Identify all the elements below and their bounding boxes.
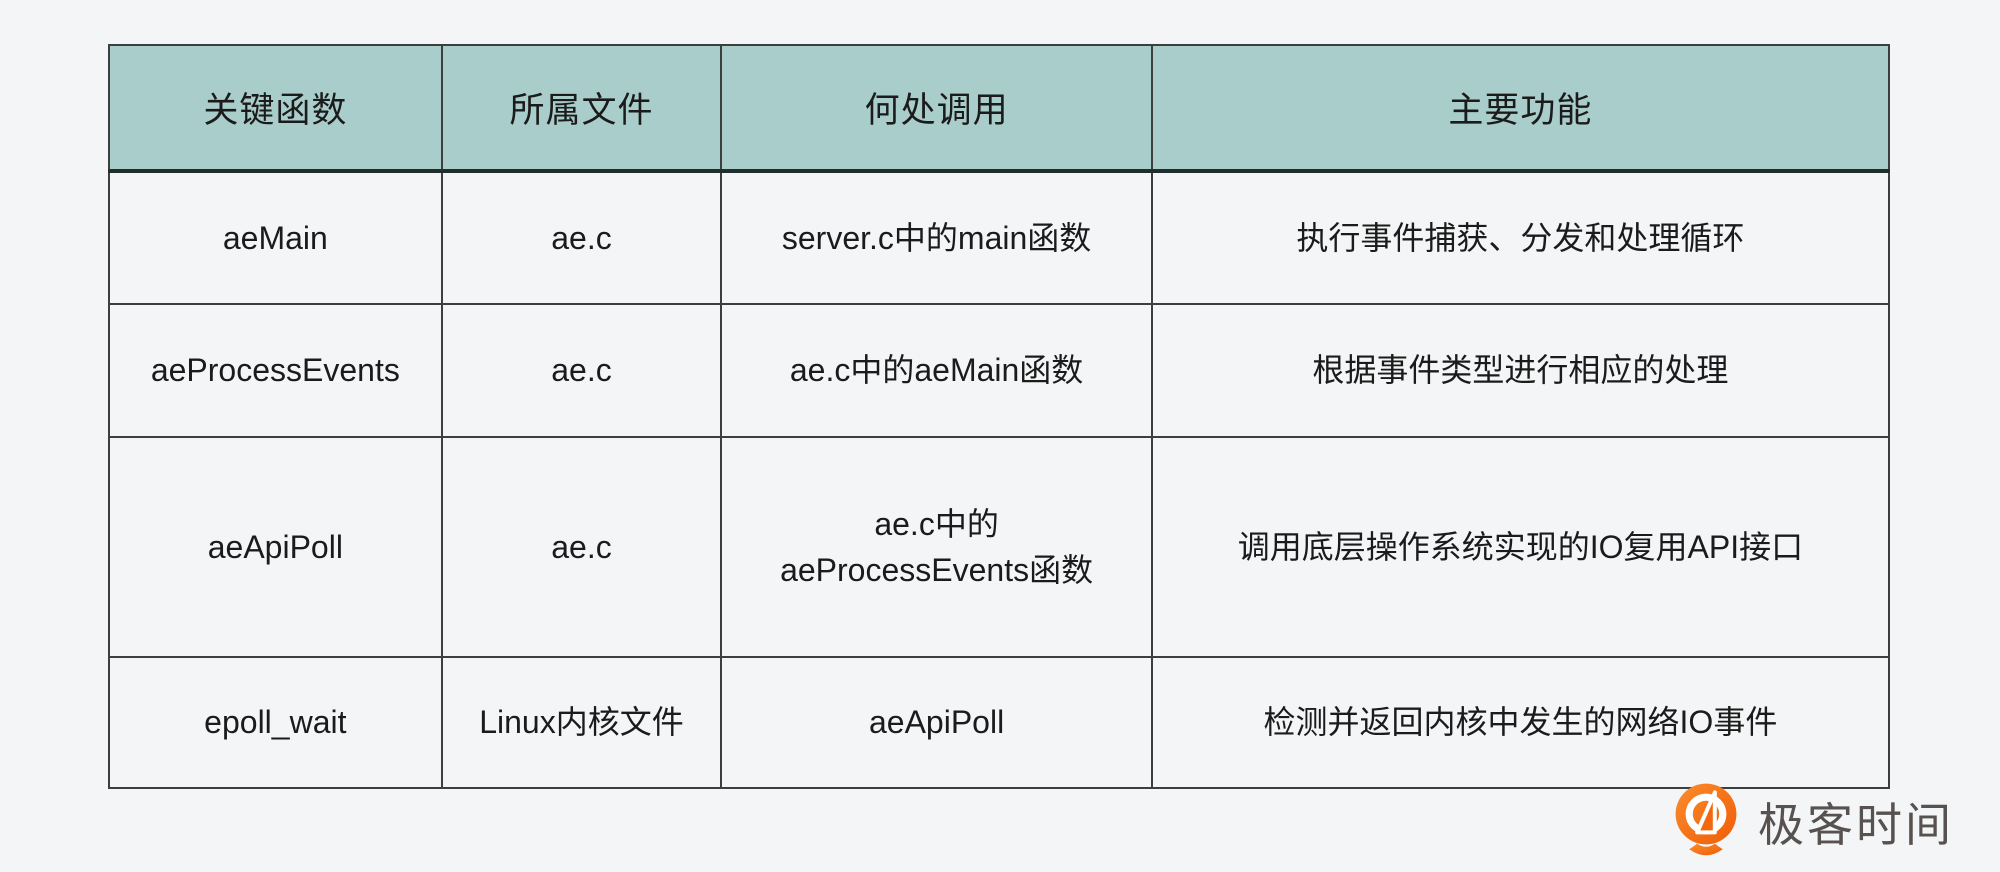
cell-function-name: aeApiPoll [108,436,443,658]
redis-event-functions-table: 关键函数 所属文件 何处调用 主要功能 aeMain ae.c server.c… [108,44,1891,789]
cell-called-from: aeApiPoll [720,656,1153,789]
cell-file: ae.c [440,303,723,438]
column-header-called-from: 何处调用 [720,44,1153,173]
cell-main-purpose: 检测并返回内核中发生的网络IO事件 [1150,656,1891,789]
table-row-aeapipoll: aeApiPoll ae.c ae.c中的 aeProcessEvents函数 … [108,436,1891,658]
cell-file: ae.c [440,436,723,658]
cell-function-name: aeProcessEvents [108,303,443,438]
geektime-brand: 极客时间 [1666,782,1954,862]
column-header-file: 所属文件 [440,44,723,173]
table-row-aemain: aeMain ae.c server.c中的main函数 执行事件捕获、分发和处… [108,170,1891,305]
cell-main-purpose: 执行事件捕获、分发和处理循环 [1150,170,1891,305]
cell-main-purpose: 根据事件类型进行相应的处理 [1150,303,1891,438]
geektime-logo-icon [1675,783,1737,856]
cell-main-purpose: 调用底层操作系统实现的IO复用API接口 [1150,436,1891,658]
table-row-epollwait: epoll_wait Linux内核文件 aeApiPoll 检测并返回内核中发… [108,656,1891,789]
column-header-key-function: 关键函数 [108,44,443,173]
cell-file: ae.c [440,170,723,305]
cell-called-from: ae.c中的aeMain函数 [720,303,1153,438]
cell-file: Linux内核文件 [440,656,723,789]
geektime-logo-text: 极客时间 [1758,799,1954,851]
table-header-row: 关键函数 所属文件 何处调用 主要功能 [108,44,1891,173]
cell-called-from: server.c中的main函数 [720,170,1153,305]
cell-function-name: epoll_wait [108,656,443,789]
table-row-aeprocessevents: aeProcessEvents ae.c ae.c中的aeMain函数 根据事件… [108,303,1891,438]
column-header-main-purpose: 主要功能 [1150,44,1891,173]
cell-called-from: ae.c中的 aeProcessEvents函数 [720,436,1153,658]
cell-function-name: aeMain [108,170,443,305]
